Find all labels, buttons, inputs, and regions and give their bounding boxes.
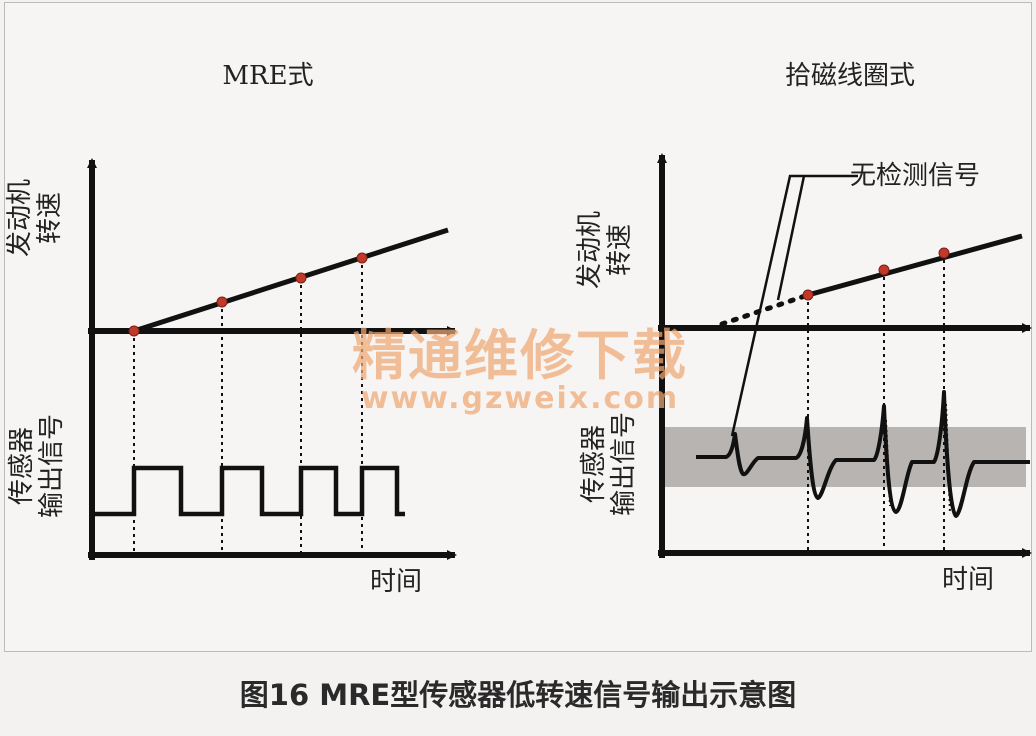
right-y-label-bottom-line1: 传感器 xyxy=(579,425,609,503)
right-sensor-pulse-wave xyxy=(696,390,1030,518)
no-signal-annotation: 无检测信号 xyxy=(850,161,980,191)
right-y-label-bottom-line2: 输出信号 xyxy=(609,412,639,516)
speed-marker xyxy=(295,272,307,284)
speed-marker xyxy=(878,264,890,276)
speed-marker xyxy=(938,247,950,259)
left-sync-lines xyxy=(133,258,363,552)
watermark: 精通维修下载 www.gzweix.com xyxy=(352,324,688,416)
left-sensor-square-wave xyxy=(94,465,405,517)
right-y-label-top-line2: 转速 xyxy=(605,224,635,276)
speed-marker xyxy=(128,325,140,337)
figure-caption: 图16 MRE型传感器低转速信号输出示意图 xyxy=(239,678,797,712)
left-panel: MRE式 发动机 转速 传感器 输出信号 时间 xyxy=(5,61,457,597)
speed-marker xyxy=(216,296,228,308)
left-y-label-top-line2: 转速 xyxy=(35,192,65,244)
annotation-leader-1 xyxy=(730,174,858,437)
left-y-label-bottom-line2: 输出信号 xyxy=(37,414,67,518)
left-panel-title: MRE式 xyxy=(222,61,313,91)
left-speed-markers xyxy=(128,252,368,337)
watermark-url: www.gzweix.com xyxy=(361,381,679,416)
right-panel-title: 拾磁线圈式 xyxy=(785,61,915,91)
left-x-label: 时间 xyxy=(370,567,422,597)
right-speed-markers xyxy=(802,247,950,301)
watermark-text: 精通维修下载 xyxy=(352,324,688,387)
right-pulse-ghost-trace xyxy=(885,403,951,515)
left-engine-speed-line xyxy=(133,227,449,334)
right-y-label-top-line1: 发动机 xyxy=(575,211,605,289)
speed-marker xyxy=(356,252,368,264)
right-x-label: 时间 xyxy=(942,565,994,595)
right-engine-speed-line xyxy=(807,233,1023,298)
right-engine-speed-dotted xyxy=(719,292,811,327)
right-sync-lines xyxy=(807,253,945,550)
left-y-label-bottom-line1: 传感器 xyxy=(7,427,37,505)
right-panel: 拾磁线圈式 无检测信号 发动机 转速 传感器 xyxy=(575,61,1032,595)
left-y-label-top-line1: 发动机 xyxy=(5,179,35,257)
speed-marker xyxy=(802,289,814,301)
annotation-leader-2 xyxy=(776,175,806,301)
